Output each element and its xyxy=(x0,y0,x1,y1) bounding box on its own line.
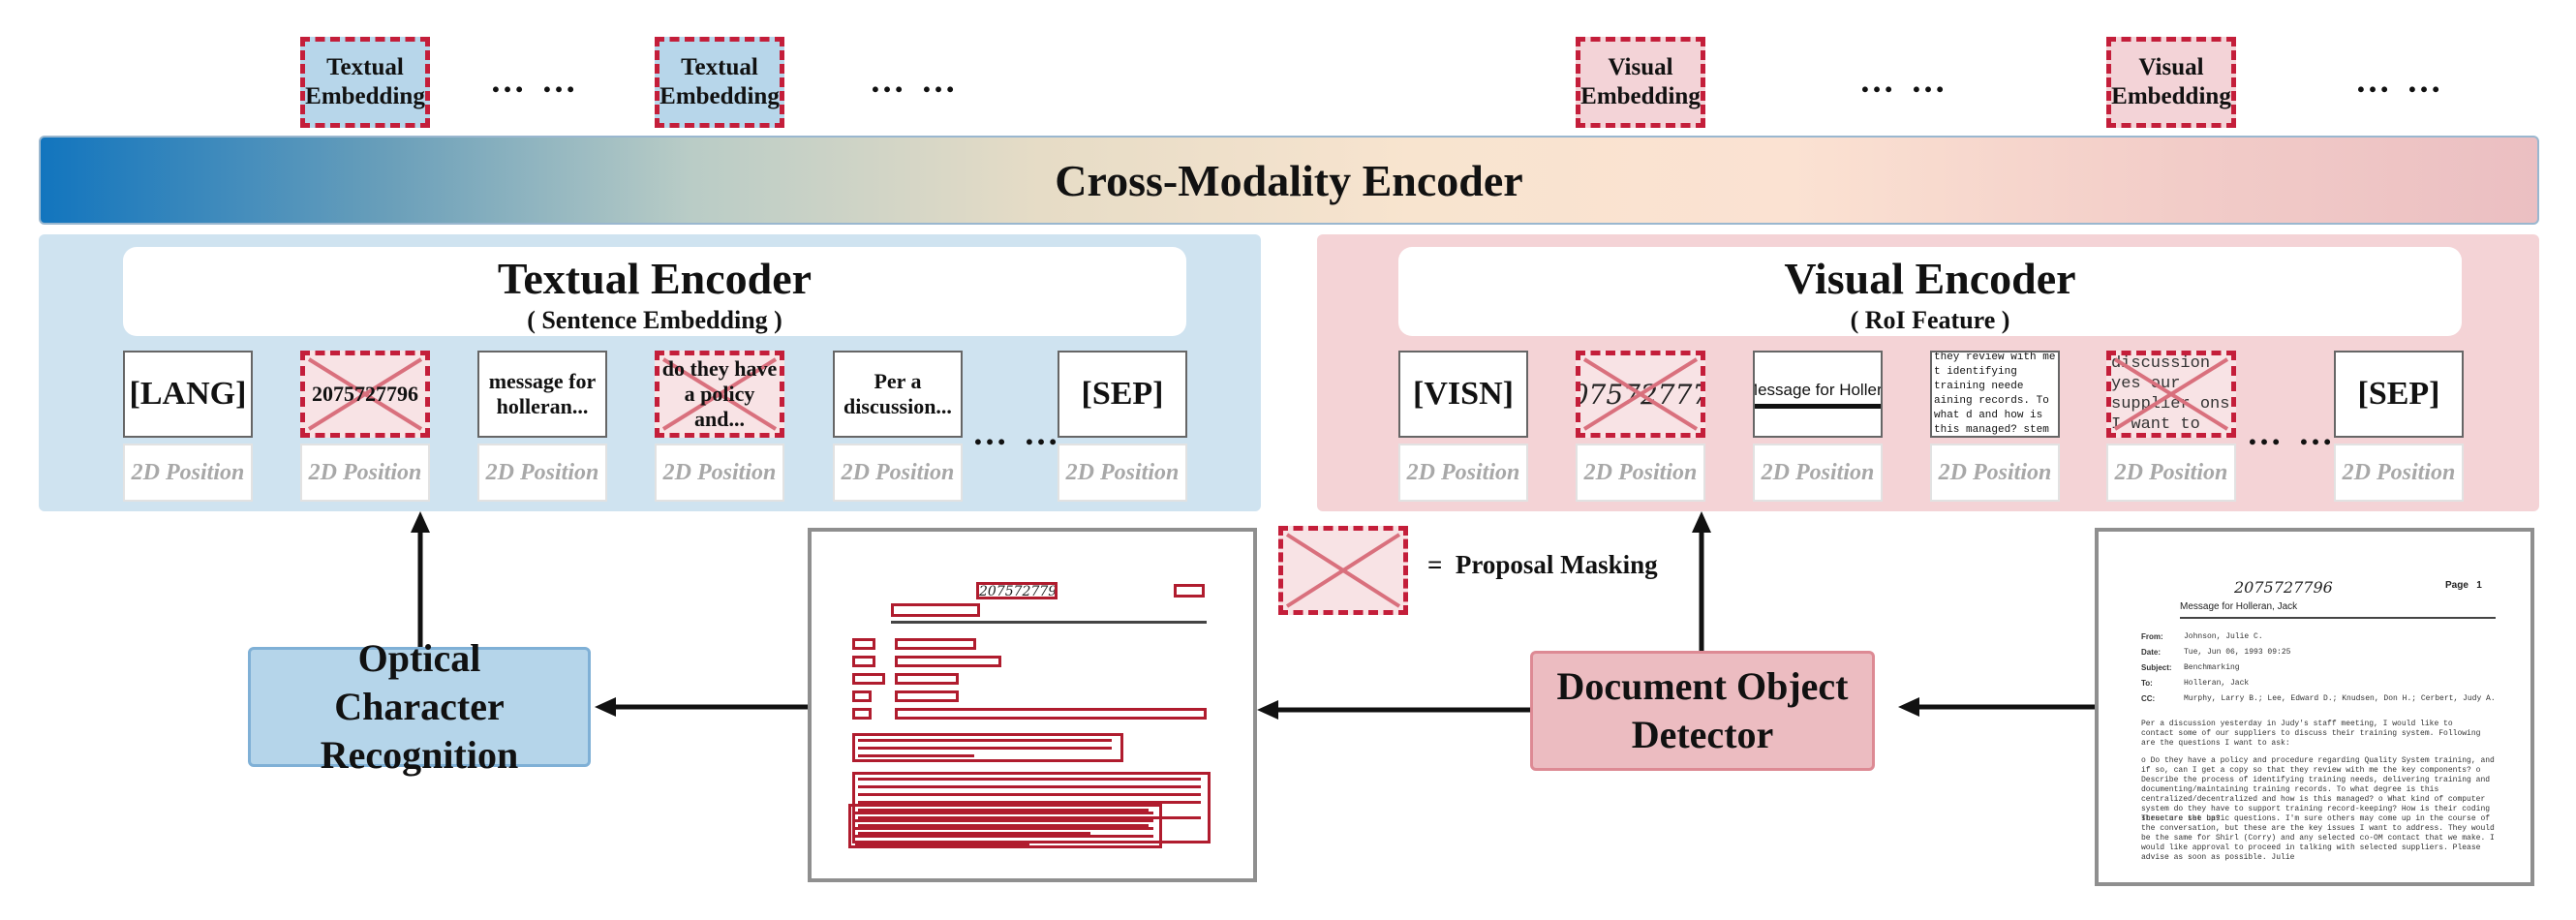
mask-cross-icon xyxy=(1582,357,1699,431)
doc-page: Page 1 xyxy=(2445,580,2482,591)
field-value-box xyxy=(895,690,959,702)
document-with-detections: 2075727796 xyxy=(808,528,1257,882)
roi-message: Message for Hollera xyxy=(1753,351,1883,438)
paragraph-box-1 xyxy=(852,733,1123,762)
token-masked-id: 2075727796 xyxy=(300,351,430,438)
field-subject-value: Benchmarking xyxy=(2184,663,2240,672)
visual-embedding-2: Visual Embedding xyxy=(2106,37,2236,128)
position-label: 2D Position xyxy=(123,444,253,502)
field-value-box xyxy=(895,673,959,685)
detector-module: Document Object Detector xyxy=(1530,651,1875,771)
field-key-box xyxy=(852,656,875,667)
position-label: 2D Position xyxy=(1930,444,2060,502)
position-label: 2D Position xyxy=(1753,444,1883,502)
roi-paragraph: l procedure regarding Quali can they rev… xyxy=(1930,351,2060,438)
visual-encoder-title: Visual Encoder xyxy=(1784,254,2076,303)
field-key-box xyxy=(852,638,875,650)
rule xyxy=(891,621,1207,624)
legend-label: = Proposal Masking xyxy=(1427,550,1658,579)
ellipsis-top-3: … … xyxy=(1859,61,1949,100)
mask-cross-icon xyxy=(2113,357,2229,431)
field-to-key: To: xyxy=(2141,679,2153,688)
textual-embedding-1: Textual Embedding xyxy=(300,37,430,128)
paragraph-box-3-outer xyxy=(848,804,1162,848)
position-label: 2D Position xyxy=(300,444,430,502)
ocr-module: Optical Character Recognition xyxy=(248,636,591,777)
doc-paragraph-1: Per a discussion yesterday in Judy's sta… xyxy=(2141,720,2481,748)
token-masked-policy: do they have a policy and... xyxy=(655,351,784,438)
visual-encoder-subtitle: ( RoI Feature ) xyxy=(1850,306,2010,334)
position-label: 2D Position xyxy=(1576,444,1705,502)
field-key-box xyxy=(852,708,872,720)
cross-modality-title: Cross-Modality Encoder xyxy=(1055,155,1523,205)
roi-masked-discussion: discussion yes our supplier ons I want t… xyxy=(2106,351,2236,438)
visual-encoder-title-box: Visual Encoder ( RoI Feature ) xyxy=(1398,247,2462,336)
field-subject-key: Subject: xyxy=(2141,663,2172,672)
field-key-box xyxy=(852,673,885,685)
position-label: 2D Position xyxy=(477,444,607,502)
textual-encoder-title-box: Textual Encoder ( Sentence Embedding ) xyxy=(123,247,1186,336)
doc-rule xyxy=(2180,617,2496,619)
page-box xyxy=(1174,584,1205,598)
field-cc-key: CC: xyxy=(2141,694,2156,703)
textual-encoder-subtitle: ( Sentence Embedding ) xyxy=(527,306,782,334)
doc-id-box: 2075727796 xyxy=(976,582,1058,599)
field-value-box xyxy=(895,656,1001,667)
token-visn: [VISN] xyxy=(1398,351,1528,438)
position-label: 2D Position xyxy=(833,444,963,502)
field-from-key: From: xyxy=(2141,632,2163,641)
field-cc-value: Murphy, Larry B.; Lee, Edward D.; Knudse… xyxy=(2184,694,2496,703)
position-label: 2D Position xyxy=(655,444,784,502)
ellipsis-top-4: … … xyxy=(2355,61,2445,100)
ellipsis-top-1: … … xyxy=(490,61,580,100)
textual-embedding-2: Textual Embedding xyxy=(655,37,784,128)
mask-cross-icon xyxy=(1285,533,1401,608)
field-to-value: Holleran, Jack xyxy=(2184,679,2250,688)
position-label: 2D Position xyxy=(2334,444,2464,502)
ellipsis-top-2: … … xyxy=(870,61,960,100)
token-lang: [LANG] xyxy=(123,351,253,438)
doc-id: 2075727796 xyxy=(2234,578,2333,597)
paragraph-box-2 xyxy=(852,772,1211,843)
doc-subject: Message for Holleran, Jack xyxy=(2180,601,2298,612)
token-discussion: Per a discussion... xyxy=(833,351,963,438)
token-sep-visual: [SEP] xyxy=(2334,351,2464,438)
field-value-box xyxy=(895,708,1207,720)
position-label: 2D Position xyxy=(1398,444,1528,502)
doc-paragraph-2: o Do they have a policy and procedure re… xyxy=(2141,756,2495,823)
cross-modality-encoder: Cross-Modality Encoder xyxy=(39,136,2539,225)
position-label: 2D Position xyxy=(2106,444,2236,502)
field-date-value: Tue, Jun 06, 1993 09:25 xyxy=(2184,648,2291,657)
visual-embedding-1: Visual Embedding xyxy=(1576,37,1705,128)
field-key-box xyxy=(852,690,872,702)
token-sep-textual: [SEP] xyxy=(1058,351,1187,438)
source-document: 2075727796 Page 1 Message for Holleran, … xyxy=(2095,528,2534,886)
roi-masked-id: 2075727779 xyxy=(1576,351,1705,438)
ellipsis-visual: … … xyxy=(2247,414,2337,452)
subject-box xyxy=(891,603,980,617)
mask-cross-icon xyxy=(307,357,423,431)
field-value-box xyxy=(895,638,976,650)
textual-encoder-title: Textual Encoder xyxy=(497,254,813,303)
field-date-key: Date: xyxy=(2141,648,2162,657)
mask-cross-icon xyxy=(661,357,778,431)
field-from-value: Johnson, Julie C. xyxy=(2184,632,2263,641)
token-message: message for holleran... xyxy=(477,351,607,438)
legend-mask-swatch xyxy=(1278,526,1408,615)
doc-paragraph-3: These are the basic questions. I'm sure … xyxy=(2141,814,2495,862)
position-label: 2D Position xyxy=(1058,444,1187,502)
ellipsis-textual: … … xyxy=(972,414,1062,452)
